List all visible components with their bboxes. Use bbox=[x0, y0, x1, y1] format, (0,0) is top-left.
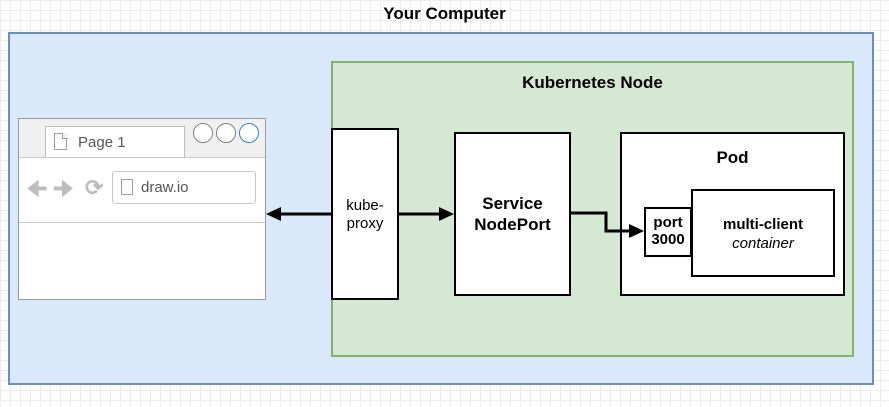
port-label: port 3000 bbox=[644, 214, 692, 248]
address-divider bbox=[19, 222, 265, 223]
file-icon bbox=[121, 179, 133, 195]
container-title: multi-client bbox=[722, 216, 803, 233]
port-label-line1: port bbox=[653, 214, 683, 231]
arrow-service-to-port bbox=[571, 211, 644, 238]
kube-proxy-label-line2: proxy bbox=[346, 215, 384, 232]
window-button-icon bbox=[216, 123, 236, 143]
arrow-kube-proxy-to-service bbox=[399, 207, 454, 221]
arrow-kube-proxy-to-browser bbox=[266, 207, 331, 221]
back-arrow-icon: 🠈 bbox=[27, 176, 48, 201]
address-bar bbox=[112, 171, 256, 204]
window-button-icon bbox=[193, 123, 213, 143]
kubernetes-node-title: Kubernetes Node bbox=[522, 73, 663, 92]
pod-label: Pod bbox=[716, 148, 749, 167]
file-icon bbox=[54, 132, 68, 150]
address-text: draw.io bbox=[141, 179, 189, 196]
service-label-line2: NodePort bbox=[474, 215, 551, 234]
kube-proxy-box bbox=[331, 128, 399, 300]
port-box bbox=[644, 207, 692, 257]
port-label-line2: 3000 bbox=[651, 231, 685, 248]
container-box bbox=[691, 189, 835, 277]
service-nodeport-box bbox=[454, 132, 571, 296]
container-subtitle: container bbox=[732, 235, 794, 252]
reload-icon: ⟳ bbox=[85, 175, 104, 200]
window-button-icon bbox=[239, 123, 259, 143]
your-computer-title: Your Computer bbox=[383, 4, 506, 23]
browser-tab-label: Page 1 bbox=[78, 134, 126, 151]
kube-proxy-label-line1: kube- bbox=[346, 197, 384, 214]
forward-arrow-icon: 🠊 bbox=[53, 176, 74, 201]
browser-tab bbox=[45, 126, 185, 158]
kube-proxy-label: kube- proxy bbox=[331, 197, 399, 233]
service-label-line1: Service bbox=[482, 194, 543, 213]
tab-divider bbox=[19, 157, 265, 158]
service-nodeport-label: Service NodePort bbox=[454, 193, 571, 235]
